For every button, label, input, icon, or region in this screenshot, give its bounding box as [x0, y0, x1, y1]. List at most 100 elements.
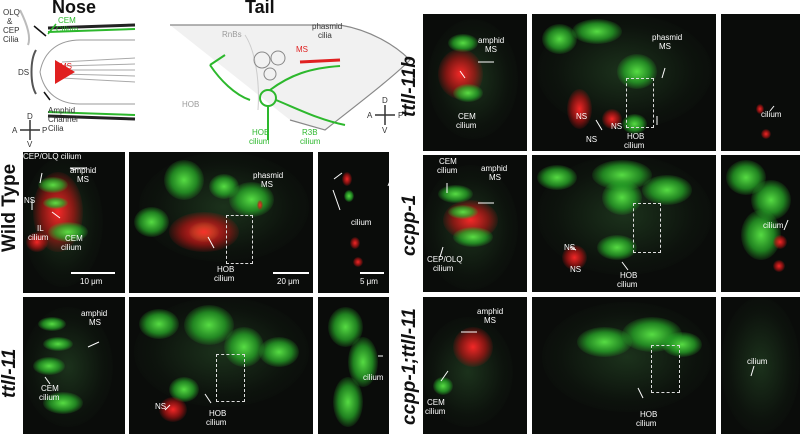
ccpp1-cem-label: CEM: [439, 157, 457, 166]
row-label-wild-type: Wild Type: [0, 163, 20, 252]
ccpp1-amphid-label: amphid: [481, 164, 508, 173]
channel-cilia-label: Cilia: [48, 124, 64, 133]
ccpp1-cep-olq-cilium-label: cilium: [433, 264, 454, 273]
tail-compass-p: P: [398, 111, 404, 120]
row-label-double: ccpp-1;ttll-11: [399, 308, 420, 425]
ttll11-zoom-cilium-label: cilium: [363, 373, 384, 382]
wt-phasmid-ms-label: MS: [261, 180, 273, 189]
ccpp1-ms-label: MS: [489, 173, 501, 182]
nose-header: Nose: [52, 0, 97, 17]
hob-label: HOB: [182, 100, 200, 109]
wt-nose-panel: CEP/OLQ cilium amphid MS NS IL cilium CE…: [23, 152, 125, 293]
wt-scale-bar-20: [273, 272, 309, 274]
wt-zoom-box: [226, 215, 253, 264]
ttll11-cem-label: CEM: [41, 384, 59, 393]
row-label-ttll11: ttll-11: [0, 348, 20, 398]
ccpp1-ns-label-2: NS: [570, 265, 582, 274]
wt-zoom-cilium-label: cilium: [351, 218, 372, 227]
nose-schematic: OLQ & CEP Cilia CEM Cilium DS MS Amphid …: [0, 0, 140, 150]
wt-ms-label: MS: [77, 175, 89, 184]
double-cem-label: CEM: [427, 398, 445, 407]
ttll11b-cem-label: CEM: [458, 112, 476, 121]
ttll11b-ns-label-3: NS: [611, 122, 623, 131]
ccpp1-tail-panel: NS NS HOB cilium: [532, 155, 716, 292]
ttll11b-zoom-panel: cilium: [721, 14, 800, 151]
ttll11-hob-label: HOB: [209, 409, 227, 418]
r3b-cilium-label: cilium: [300, 137, 321, 146]
wt-zoom-panel: cilium 5 μm: [318, 152, 389, 293]
ttll11b-hob-cilium-label: cilium: [624, 141, 645, 150]
phasmid-cilia-label: cilia: [318, 31, 332, 40]
wt-ns-label: NS: [24, 196, 36, 205]
cep-label: CEP: [3, 26, 20, 35]
olq-label: OLQ: [3, 8, 20, 17]
ttll11-zoom-panel: cilium: [318, 297, 389, 434]
wt-il-cilium-label: cilium: [28, 233, 49, 242]
r3b-label: R3B: [302, 128, 318, 137]
wt-hob-label: HOB: [217, 265, 235, 274]
wt-amphid-label: amphid: [70, 166, 97, 175]
wt-cep-olq-label: CEP/OLQ cilium: [23, 152, 82, 161]
ttll11-amphid-label: amphid: [81, 309, 108, 318]
ttll11-nose-panel: amphid MS CEM cilium: [23, 297, 125, 434]
tail-compass-a: A: [367, 111, 373, 120]
wt-hob-cilium-label: cilium: [214, 274, 235, 283]
ttll11-zoom-box: [216, 354, 245, 402]
ttll11b-amphid-label: amphid: [478, 36, 505, 45]
phasmid-label: phasmid: [312, 22, 343, 31]
wt-cem-cilium-label: cilium: [61, 243, 82, 252]
double-zoom-box: [651, 345, 680, 393]
double-cem-cilium-label: cilium: [425, 407, 446, 416]
tail-compass-d: D: [382, 96, 388, 105]
cilia-label: Cilia: [3, 35, 19, 44]
ccpp1-ns-label-1: NS: [564, 243, 576, 252]
double-tail-panel: HOB cilium: [532, 297, 716, 434]
ccpp1-hob-cilium-label: cilium: [617, 280, 638, 289]
ccpp1-hob-label: HOB: [620, 271, 638, 280]
tail-diagram: [170, 24, 411, 140]
tail-header: Tail: [245, 0, 275, 17]
ttll11b-tail-panel: phasmid MS NS NS NS HOB cilium: [532, 14, 716, 151]
ttll11b-cem-cilium-label: cilium: [456, 121, 477, 130]
ccpp1-cep-olq-label: CEP/OLQ: [427, 255, 463, 264]
compass-d: D: [27, 112, 33, 121]
ttll11b-zoom-box: [626, 78, 654, 128]
nose-diagram: [19, 9, 136, 140]
wt-scale-bar-5: [360, 272, 384, 274]
tail-ms-label: MS: [296, 45, 308, 54]
wt-scale-label-20: 20 μm: [277, 277, 300, 286]
ms-label: MS: [60, 62, 72, 71]
ttll11-ms-label: MS: [89, 318, 101, 327]
ttll11-cem-cilium-label: cilium: [39, 393, 60, 402]
wt-scale-label-5: 5 μm: [360, 277, 378, 286]
wt-phasmid-label: phasmid: [253, 171, 284, 180]
ttll11b-phasmid-label: phasmid: [652, 33, 683, 42]
double-zoom-panel: cilium: [721, 297, 800, 434]
tail-compass-v: V: [382, 126, 388, 135]
ttll11b-zoom-cilium-label: cilium: [761, 110, 782, 119]
ccpp1-zoom-cilium-label: cilium: [763, 221, 784, 230]
ttll11-hob-cilium-label: cilium: [206, 418, 227, 427]
ttll11b-nose-panel: amphid MS CEM cilium: [423, 14, 527, 151]
ttll11-tail-panel: NS HOB cilium: [129, 297, 313, 434]
ccpp1-nose-panel: CEM cilium amphid MS CEP/OLQ cilium: [423, 155, 527, 292]
ttll11b-ns-label-1: NS: [576, 112, 588, 121]
ttll11b-phasmid-ms-label: MS: [659, 42, 671, 51]
double-zoom-cilium-label: cilium: [747, 357, 768, 366]
compass-p: P: [42, 126, 48, 135]
hob-cilium-label: HOB: [252, 128, 270, 137]
wt-il-label: IL: [37, 224, 44, 233]
cem-cilium-label: Cilium: [56, 25, 79, 34]
amphid-label: Amphid: [48, 106, 76, 115]
rnbs-label: RnBs: [222, 30, 242, 39]
wt-tail-panel: phasmid MS HOB cilium 20 μm: [129, 152, 313, 293]
ccpp1-zoom-box: [633, 203, 661, 253]
compass-v: V: [27, 140, 33, 149]
double-amphid-label: amphid: [477, 307, 504, 316]
ccpp1-zoom-panel: cilium: [721, 155, 800, 292]
cem-label: CEM: [58, 16, 76, 25]
ttll11b-hob-label: HOB: [627, 132, 645, 141]
hob-cilium-label-2: cilium: [249, 137, 270, 146]
double-hob-label: HOB: [640, 410, 658, 419]
ttll11-ns-label: NS: [155, 402, 167, 411]
